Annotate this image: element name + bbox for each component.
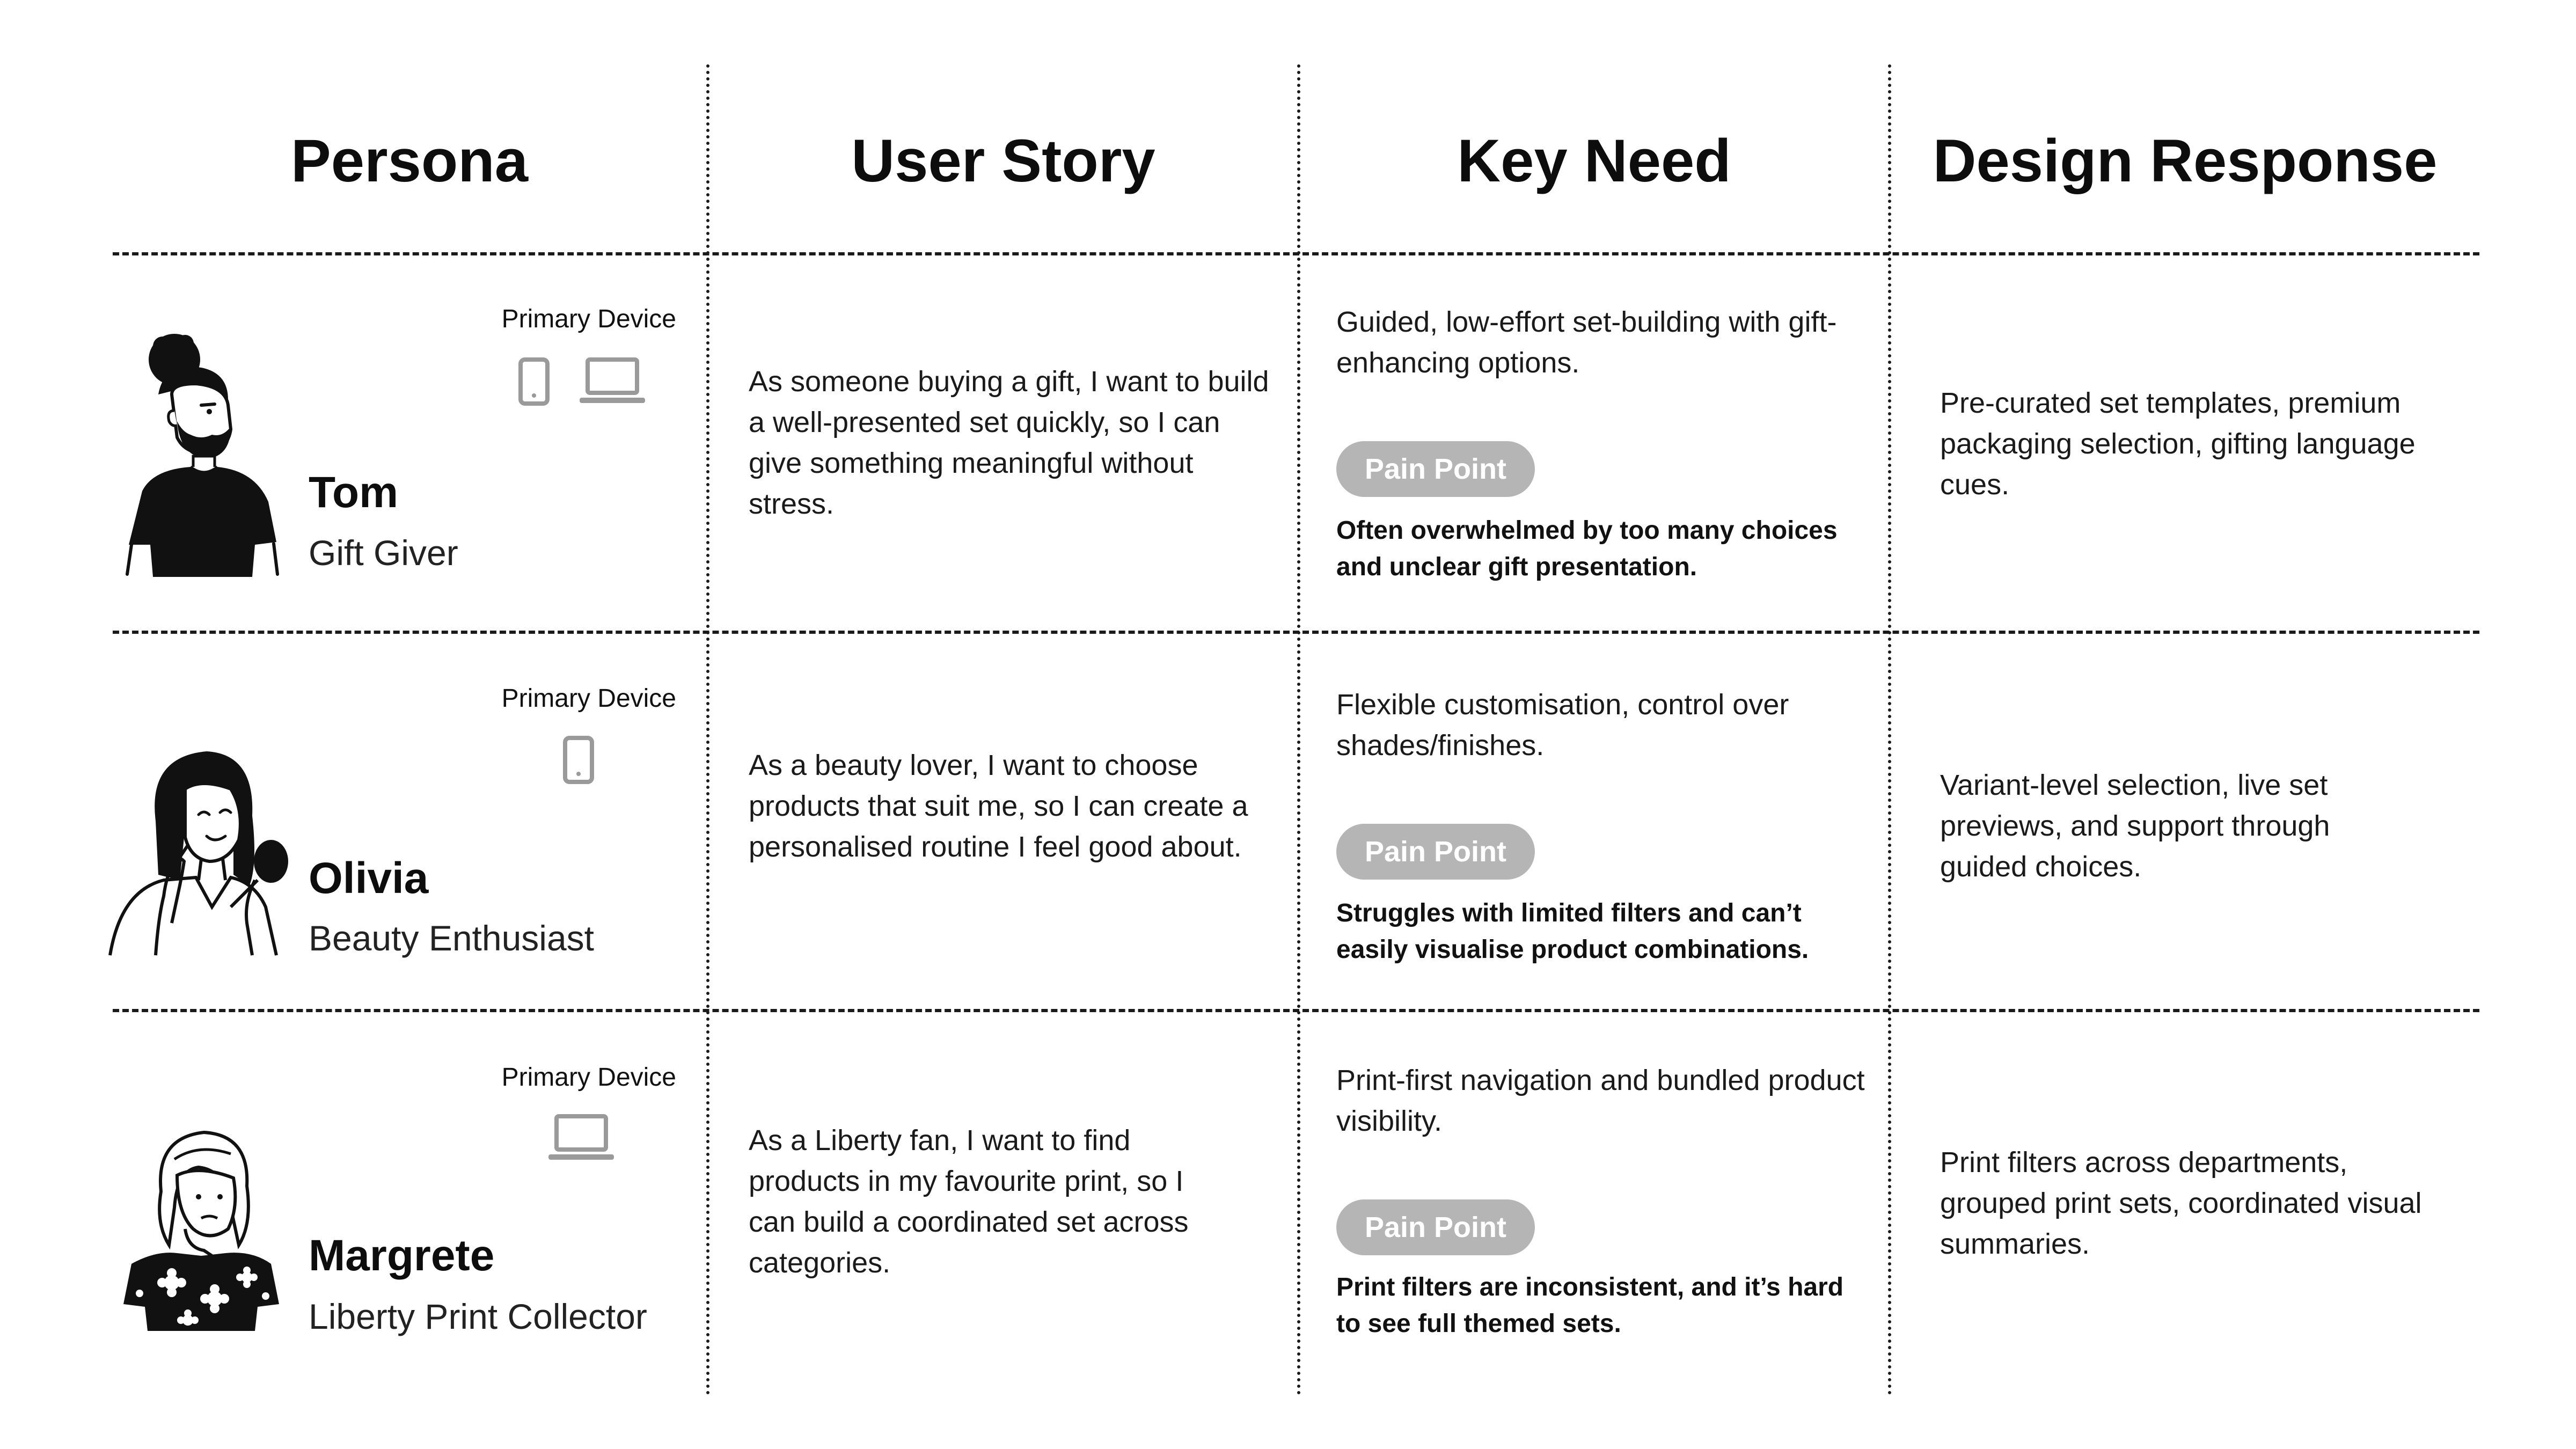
- design-response-text: Variant-level selection, live set previe…: [1940, 769, 2330, 883]
- pain-point-badge: Pain Point: [1336, 1199, 1535, 1255]
- row-divider-1: [113, 631, 2479, 634]
- persona-avatar-tom: [126, 334, 279, 577]
- laptop-icon: [580, 357, 645, 403]
- header-user-story: User Story: [851, 127, 1155, 194]
- pain-point-text: Print filters are inconsistent, and it’s…: [1336, 1273, 1844, 1338]
- user-story-text: As a beauty lover, I want to choose prod…: [749, 749, 1248, 863]
- persona-role: Gift Giver: [309, 533, 458, 573]
- user-story-text: As a Liberty fan, I want to find product…: [749, 1124, 1189, 1279]
- row-divider-2: [113, 1009, 2479, 1012]
- persona-role: Beauty Enthusiast: [309, 918, 594, 958]
- persona-name: Olivia: [309, 854, 429, 903]
- persona-name: Margrete: [309, 1231, 495, 1280]
- persona-role: Liberty Print Collector: [309, 1297, 647, 1336]
- header-persona: Persona: [291, 127, 528, 194]
- design-response-text: Pre-curated set templates, premium packa…: [1940, 387, 2416, 501]
- key-need-text: Print-first navigation and bundled produ…: [1336, 1064, 1865, 1137]
- key-need-text: Guided, low-effort set-building with gif…: [1336, 306, 1837, 379]
- design-response-text: Print filters across departments, groupe…: [1940, 1146, 2422, 1260]
- phone-icon: [563, 736, 594, 784]
- phone-icon: [518, 357, 550, 406]
- header-key-need: Key Need: [1457, 127, 1731, 194]
- user-story-text: As someone buying a gift, I want to buil…: [749, 365, 1269, 520]
- column-divider-3: [1888, 64, 1891, 1395]
- row-divider-header: [113, 252, 2479, 255]
- primary-device-label: Primary Device: [501, 1063, 676, 1092]
- persona-avatar-olivia: [108, 751, 288, 956]
- persona-name: Tom: [309, 468, 399, 517]
- primary-device-label: Primary Device: [501, 305, 676, 333]
- pain-point-badge: Pain Point: [1336, 824, 1535, 880]
- pain-point-badge: Pain Point: [1336, 441, 1535, 497]
- key-need-text: Flexible customisation, control over sha…: [1336, 689, 1789, 762]
- header-design-response: Design Response: [1933, 127, 2438, 194]
- column-divider-2: [1297, 64, 1300, 1395]
- laptop-icon: [548, 1114, 614, 1160]
- column-divider-1: [706, 64, 709, 1395]
- pain-point-text: Often overwhelmed by too many choices an…: [1336, 516, 1838, 581]
- pain-point-text: Struggles with limited filters and can’t…: [1336, 899, 1809, 964]
- primary-device-label: Primary Device: [501, 684, 676, 713]
- persona-avatar-margrete: [123, 1130, 279, 1331]
